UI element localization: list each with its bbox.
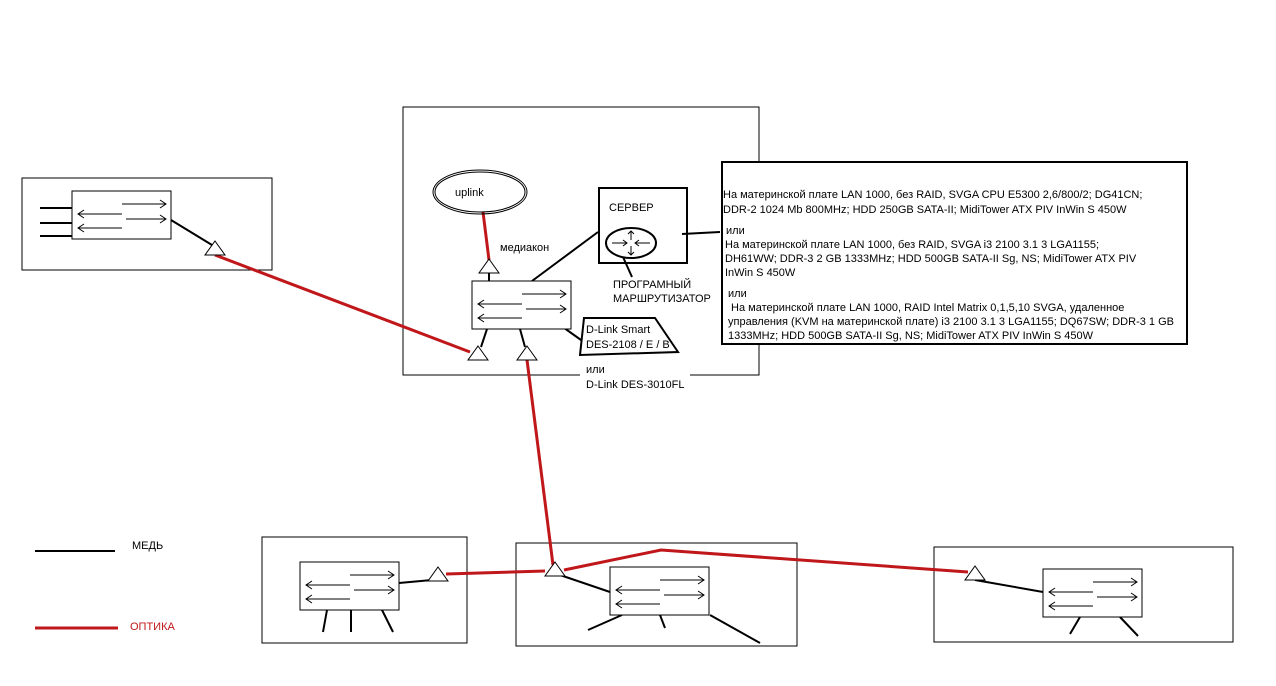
mediaconverter-icon (467, 345, 489, 361)
mediaconverter-icon (478, 258, 500, 274)
spec-or: или (726, 225, 745, 237)
switch-left (71, 190, 172, 240)
legend-copper-label: МЕДЬ (132, 540, 163, 552)
server-title: СЕРВЕР (609, 202, 654, 214)
switch-model-callout (578, 317, 680, 357)
spec-or: или (728, 288, 747, 300)
switch-model-line-1: D-Link Smart (586, 324, 650, 336)
core-site-box (402, 106, 760, 376)
legend: МЕДЬ ОПТИКА (35, 540, 175, 633)
router-label-1: ПРОГРАМНЫЙ (613, 278, 691, 291)
mediaconverter-icon (544, 561, 566, 577)
switch-alt-model: D-Link DES-3010FL (586, 379, 684, 391)
legend-fiber-label: ОПТИКА (130, 621, 175, 633)
site-box-left (21, 177, 273, 271)
switch-core (471, 280, 572, 330)
copper-links (40, 207, 1139, 644)
site-box-bottom-2 (515, 542, 798, 647)
router-label-2: МАРШРУТИЗАТОР (613, 293, 711, 305)
fiber-links (214, 211, 969, 576)
mediaconverter-icon (427, 566, 449, 582)
spec-line: На материнской плате LAN 1000, без RAID,… (723, 189, 1142, 201)
switch-bottom-1 (299, 561, 400, 611)
mediaconverter-icon (964, 565, 986, 581)
mediaconverter-label: медиакон (500, 242, 549, 254)
site-box-bottom-3 (933, 546, 1234, 643)
server-specs-box: На материнской плате LAN 1000, без RAID,… (721, 161, 1188, 345)
spec-line: На материнской плате LAN 1000, без RAID,… (725, 239, 1099, 251)
switch-bottom-2 (609, 566, 710, 616)
site-box-bottom-1 (261, 536, 468, 644)
switch-model-line-2: DES-2108 / E / B (586, 339, 670, 351)
uplink-node: uplink (432, 169, 528, 215)
switch-alt-or: или (586, 364, 605, 376)
uplink-label: uplink (455, 187, 484, 199)
server: СЕРВЕР (598, 187, 688, 264)
spec-line: 1333MHz; HDD 500GB SATA-II Sg, NS; MidiT… (728, 330, 1094, 342)
router-icon (605, 227, 657, 259)
mediaconverter-icon (516, 345, 538, 361)
spec-line: InWin S 450W (725, 267, 796, 279)
switch-bottom-3 (1042, 568, 1143, 618)
spec-line: DH61WW; DDR-3 2 GB 1333MHz; HDD 500GB SA… (725, 253, 1137, 265)
spec-line: управления (KVM на материнской плате) i3… (728, 316, 1174, 328)
spec-line: На материнской плате LAN 1000, RAID Inte… (728, 302, 1124, 314)
spec-line: DDR-2 1024 Mb 800MHz; HDD 250GB SATA-II;… (723, 204, 1127, 216)
